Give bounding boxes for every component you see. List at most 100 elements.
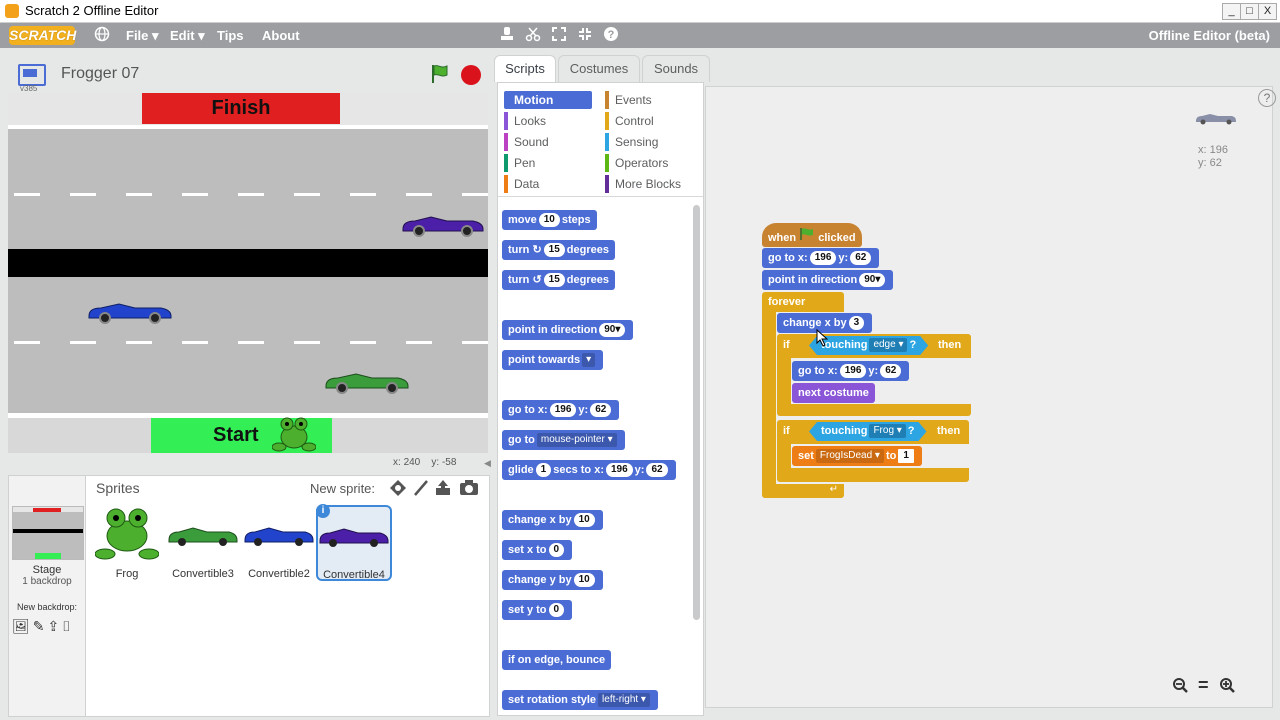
window-titlebar: Scratch 2 Offline Editor _ □ X <box>0 0 1280 23</box>
zoom-in-icon[interactable] <box>1219 677 1235 693</box>
category-data[interactable]: Data <box>504 175 592 193</box>
upload-backdrop-icon[interactable]: ⇪ <box>47 618 63 634</box>
tab-sounds[interactable]: Sounds <box>642 55 710 82</box>
x-value: 240 <box>403 457 421 468</box>
sprite-convertible4-selected[interactable]: Convertible4 <box>316 505 392 581</box>
camera-sprite-icon[interactable] <box>459 479 479 499</box>
sprite-name: Convertible2 <box>248 568 310 580</box>
category-events[interactable]: Events <box>605 91 693 109</box>
app-icon <box>5 4 19 18</box>
forever-block[interactable]: forever <box>762 292 844 312</box>
upload-sprite-icon[interactable] <box>434 479 454 499</box>
category-looks[interactable]: Looks <box>504 112 592 130</box>
globe-icon[interactable] <box>93 26 111 44</box>
duplicate-stamp-icon[interactable] <box>498 26 516 44</box>
menu-about[interactable]: About <box>262 28 300 43</box>
sprite-name: Convertible4 <box>323 569 385 581</box>
sprite-convertible2[interactable]: Convertible2 <box>243 506 315 580</box>
svg-text:?: ? <box>608 29 615 41</box>
category-control[interactable]: Control <box>605 112 693 130</box>
convertible2-sprite[interactable] <box>87 298 173 324</box>
menu-bar: SCRATCH File ▾ Edit ▾ Tips About ? Offli… <box>0 23 1280 48</box>
menu-tips[interactable]: Tips <box>217 28 244 43</box>
grow-icon[interactable] <box>550 26 568 44</box>
category-motion[interactable]: Motion <box>504 91 592 109</box>
stage-thumbnail[interactable] <box>12 506 84 560</box>
menu-file[interactable]: File ▾ <box>126 28 159 43</box>
script-next-costume[interactable]: next costume <box>792 383 875 403</box>
paint-backdrop-icon[interactable]: ✎ <box>32 618 48 634</box>
sprite-library-icon[interactable] <box>389 479 409 499</box>
stop-icon[interactable] <box>461 65 481 85</box>
when-flag-clicked-block[interactable]: when clicked <box>762 223 862 247</box>
stage-header: v385 Frogger 07 <box>8 58 488 93</box>
convertible3-sprite[interactable] <box>324 368 410 394</box>
palette-scrollbar[interactable] <box>693 205 700 620</box>
sprite-frog[interactable]: Frog <box>91 506 163 580</box>
category-operators[interactable]: Operators <box>605 154 693 172</box>
shrink-icon[interactable] <box>576 26 594 44</box>
if1-bottom <box>777 404 971 416</box>
help-button[interactable]: ? <box>1258 89 1276 107</box>
zoom-out-icon[interactable] <box>1172 677 1188 693</box>
if2-arm <box>777 444 791 468</box>
maximize-button[interactable]: □ <box>1240 3 1259 20</box>
block-bounce[interactable]: if on edge, bounce <box>502 650 612 670</box>
sprite-name: Frog <box>115 568 139 580</box>
category-more-blocks[interactable]: More Blocks <box>605 175 700 193</box>
project-title[interactable]: Frogger 07 <box>61 65 140 82</box>
sprite-position: x: 196 y: 62 <box>1198 144 1228 169</box>
sprites-title: Sprites <box>96 480 140 496</box>
stage-canvas[interactable]: Finish Start <box>8 93 488 453</box>
category-pen[interactable]: Pen <box>504 154 592 172</box>
convertible4-sprite[interactable] <box>401 211 485 237</box>
category-sound[interactable]: Sound <box>504 133 592 151</box>
block-point-towards[interactable]: point towards▾ <box>502 350 604 370</box>
scratch-logo[interactable]: SCRATCH <box>9 26 77 45</box>
category-sensing[interactable]: Sensing <box>605 133 693 151</box>
camera-backdrop-icon[interactable]: ⌷ <box>62 618 74 634</box>
zoom-reset-icon[interactable]: = <box>1198 675 1209 695</box>
delete-scissors-icon[interactable] <box>524 26 542 44</box>
paint-sprite-icon[interactable] <box>412 479 432 499</box>
offline-editor-label: Offline Editor (beta) <box>1148 28 1270 43</box>
frog-sprite[interactable] <box>271 415 317 453</box>
backdrop-library-icon[interactable]: 🖼 <box>12 618 33 634</box>
sprite-info-icon[interactable]: i <box>316 504 330 518</box>
menu-edit[interactable]: Edit ▾ <box>170 28 205 43</box>
collapse-arrow-icon[interactable]: ◀ <box>484 458 491 468</box>
tab-costumes[interactable]: Costumes <box>558 55 640 82</box>
help-icon[interactable]: ? <box>602 26 620 44</box>
close-button[interactable]: X <box>1258 3 1277 20</box>
minimize-button[interactable]: _ <box>1222 3 1241 20</box>
green-flag-icon[interactable] <box>429 63 451 90</box>
fullscreen-icon[interactable] <box>18 64 46 86</box>
new-sprite-label: New sprite: <box>310 481 376 496</box>
tab-scripts[interactable]: Scripts <box>494 55 556 82</box>
rotate-right-icon: ↻ <box>532 244 542 256</box>
sprite-convertible3[interactable]: Convertible3 <box>167 506 239 580</box>
forever-arm <box>762 312 776 492</box>
